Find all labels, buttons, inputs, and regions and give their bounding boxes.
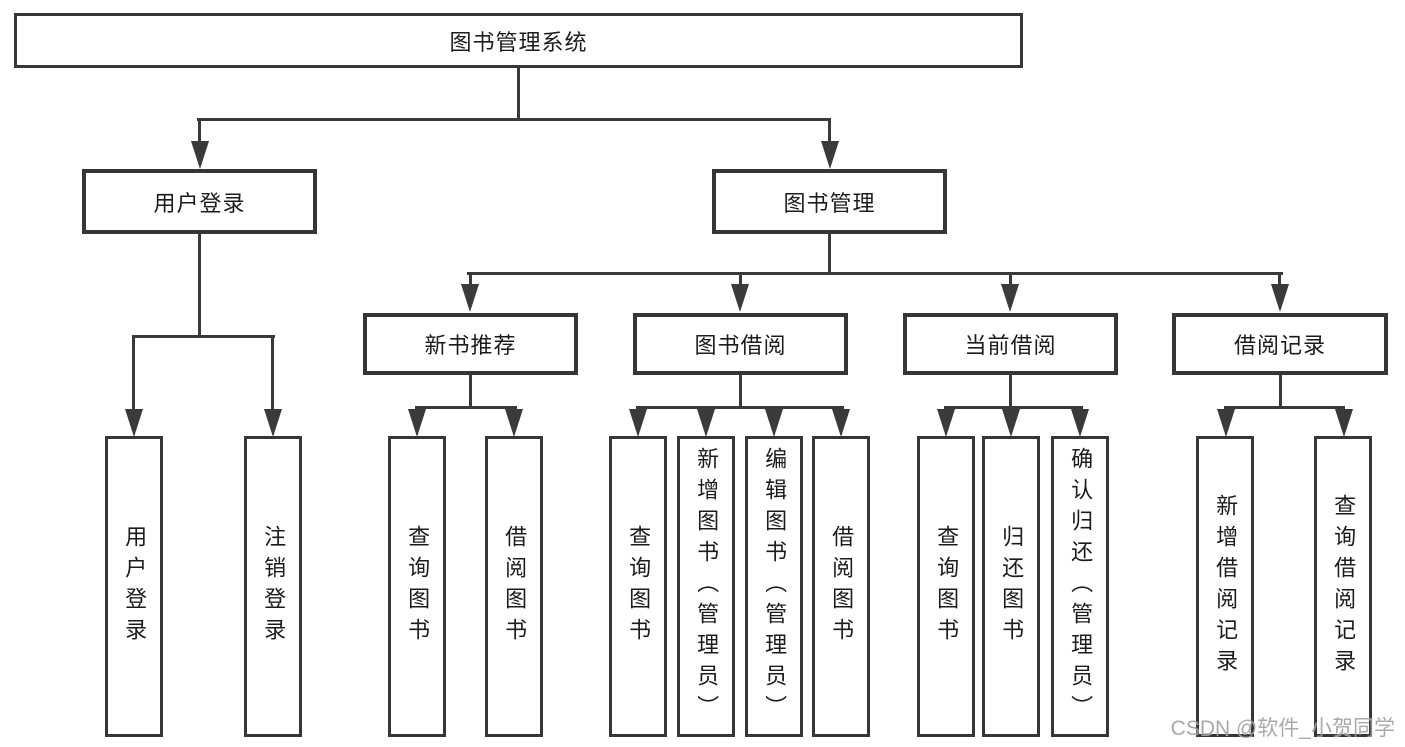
arrowhead-down-icon [1271,284,1289,312]
arrowhead-down-icon [765,409,783,437]
node-leaf-query-books-borrow: 查询图书 [609,436,667,737]
arrowhead-down-icon [1071,409,1089,437]
connector-current-stem [1009,375,1012,408]
arrowhead-down-icon [125,409,143,437]
connector-bookmgmt-branch [467,272,1283,275]
node-leaf-edit-books-admin: 编辑图书（管理员） [745,436,803,737]
arrowhead-down-icon [731,284,749,312]
connector-drop [469,272,472,286]
connector-drop [1009,272,1012,286]
connector-recommend-branch [415,406,517,409]
arrowhead-down-icon [408,409,426,437]
connector-userlogin-branch [132,335,275,338]
node-library-system: 图书管理系统 [14,13,1023,68]
connector-drop [739,272,742,286]
arrowhead-down-icon [1001,284,1019,312]
connector-drop [1278,272,1281,286]
node-leaf-query-books-rec: 查询图书 [388,436,446,737]
connector-drop [271,335,274,411]
watermark-text: CSDN @软件_小贺同学 [1170,717,1395,740]
node-leaf-logout: 注销登录 [244,436,302,737]
arrowhead-down-icon [505,409,523,437]
node-leaf-user-login: 用户登录 [105,436,163,737]
connector-drop [132,335,135,411]
node-new-book-recommend: 新书推荐 [363,313,578,375]
node-leaf-borrow-books-rec: 借阅图书 [485,436,543,737]
arrowhead-down-icon [1335,409,1353,437]
node-leaf-add-borrow-record: 新增借阅记录 [1196,436,1254,737]
connector-current-branch [944,406,1083,409]
arrowhead-down-icon [821,141,839,169]
arrowhead-down-icon [629,409,647,437]
connector-drop [198,118,201,143]
connector-root-stem [517,68,520,119]
node-leaf-return-books: 归还图书 [982,436,1040,737]
connector-borrowing-branch [636,406,844,409]
connector-bookmgmt-stem [828,233,831,274]
node-borrowing-records: 借阅记录 [1172,313,1388,375]
arrowhead-down-icon [1002,409,1020,437]
node-leaf-query-borrow-record: 查询借阅记录 [1314,436,1372,737]
node-leaf-confirm-return-admin: 确认归还（管理员） [1051,436,1109,737]
arrowhead-down-icon [264,409,282,437]
arrowhead-down-icon [832,409,850,437]
node-book-borrowing: 图书借阅 [633,313,848,375]
arrowhead-down-icon [1217,409,1235,437]
node-leaf-borrow-books: 借阅图书 [812,436,870,737]
connector-recommend-stem [469,375,472,408]
node-current-borrowing: 当前借阅 [903,313,1118,375]
arrowhead-down-icon [191,141,209,169]
node-user-login: 用户登录 [82,169,317,234]
arrowhead-down-icon [461,284,479,312]
node-leaf-query-books-current: 查询图书 [917,436,975,737]
connector-root-branch [197,118,831,121]
connector-drop [828,118,831,143]
connector-borrowing-stem [739,375,742,408]
node-leaf-add-books-admin: 新增图书（管理员） [677,436,735,737]
arrowhead-down-icon [697,409,715,437]
connector-userlogin-stem [198,234,201,336]
connector-records-branch [1224,406,1345,409]
connector-records-stem [1279,375,1282,408]
arrowhead-down-icon [937,409,955,437]
node-book-management: 图书管理 [712,169,947,234]
